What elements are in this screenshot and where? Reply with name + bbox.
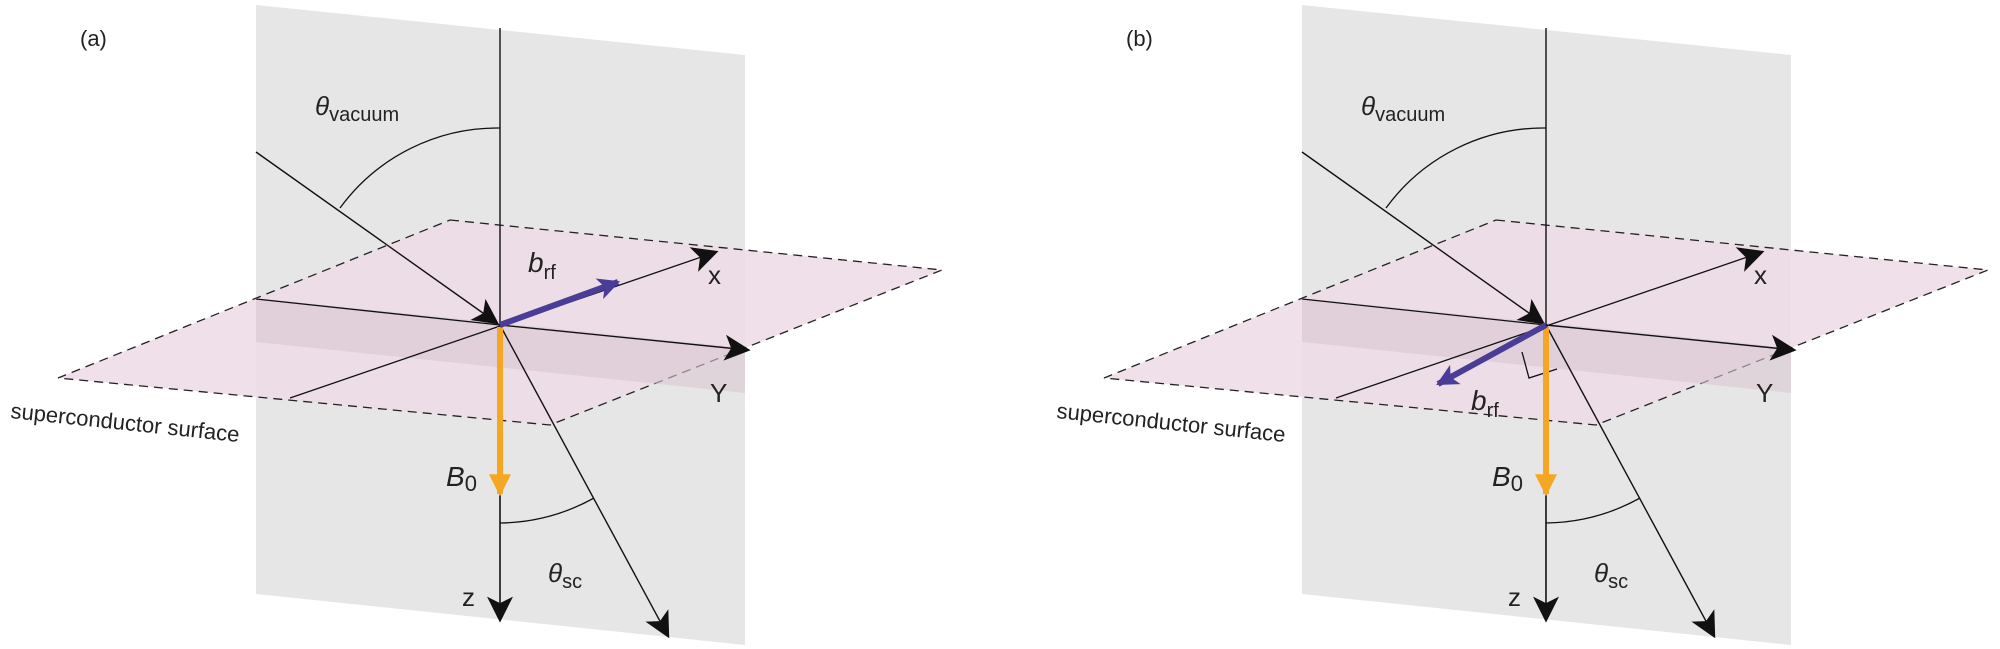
z-axis-label: z xyxy=(1508,582,1521,612)
theta-vacuum-arc xyxy=(1385,127,1547,209)
theta-sc-arc xyxy=(1545,497,1641,524)
x-axis-label: x xyxy=(1754,260,1767,290)
z-axis-label: z xyxy=(462,582,475,612)
y-axis-label: Y xyxy=(1756,378,1773,408)
refracted-ray xyxy=(1545,324,1716,639)
theta-sc-label: θsc xyxy=(1594,558,1628,593)
B0-label: B0 xyxy=(1492,461,1523,496)
b-rf-label: brf xyxy=(528,247,556,284)
y-axis-line xyxy=(1545,324,1797,361)
theta-vacuum-label: θvacuum xyxy=(315,91,399,126)
incident-ray xyxy=(1301,151,1546,325)
incident-ray xyxy=(255,151,500,325)
b-rf-vector xyxy=(498,278,621,328)
intersection-line xyxy=(255,298,501,326)
surface-label: superconductor surface xyxy=(9,398,240,447)
B0-label: B0 xyxy=(446,461,477,496)
theta-sc-arc xyxy=(499,497,595,524)
x-axis-label: x xyxy=(708,260,721,290)
refracted-ray xyxy=(499,324,670,639)
y-axis-label: Y xyxy=(710,378,727,408)
x-axis-line xyxy=(1335,247,1765,399)
theta-sc-label: θsc xyxy=(548,558,582,593)
b-rf-vector xyxy=(1436,322,1548,387)
theta-vacuum-arc xyxy=(339,127,501,209)
surface-label: superconductor surface xyxy=(1055,398,1286,447)
theta-vacuum-label: θvacuum xyxy=(1361,91,1445,126)
panel-b: (b) θvacuum x Y superconductor surface b… xyxy=(1055,5,1989,645)
panel-label: (b) xyxy=(1126,26,1153,51)
b-rf-label: brf xyxy=(1471,385,1499,422)
panel-label: (a) xyxy=(80,26,107,51)
y-axis-line xyxy=(499,324,751,361)
panel-a: (a) θvacuum brf x Y superconductor surfa… xyxy=(9,5,943,645)
intersection-line xyxy=(1301,298,1547,326)
